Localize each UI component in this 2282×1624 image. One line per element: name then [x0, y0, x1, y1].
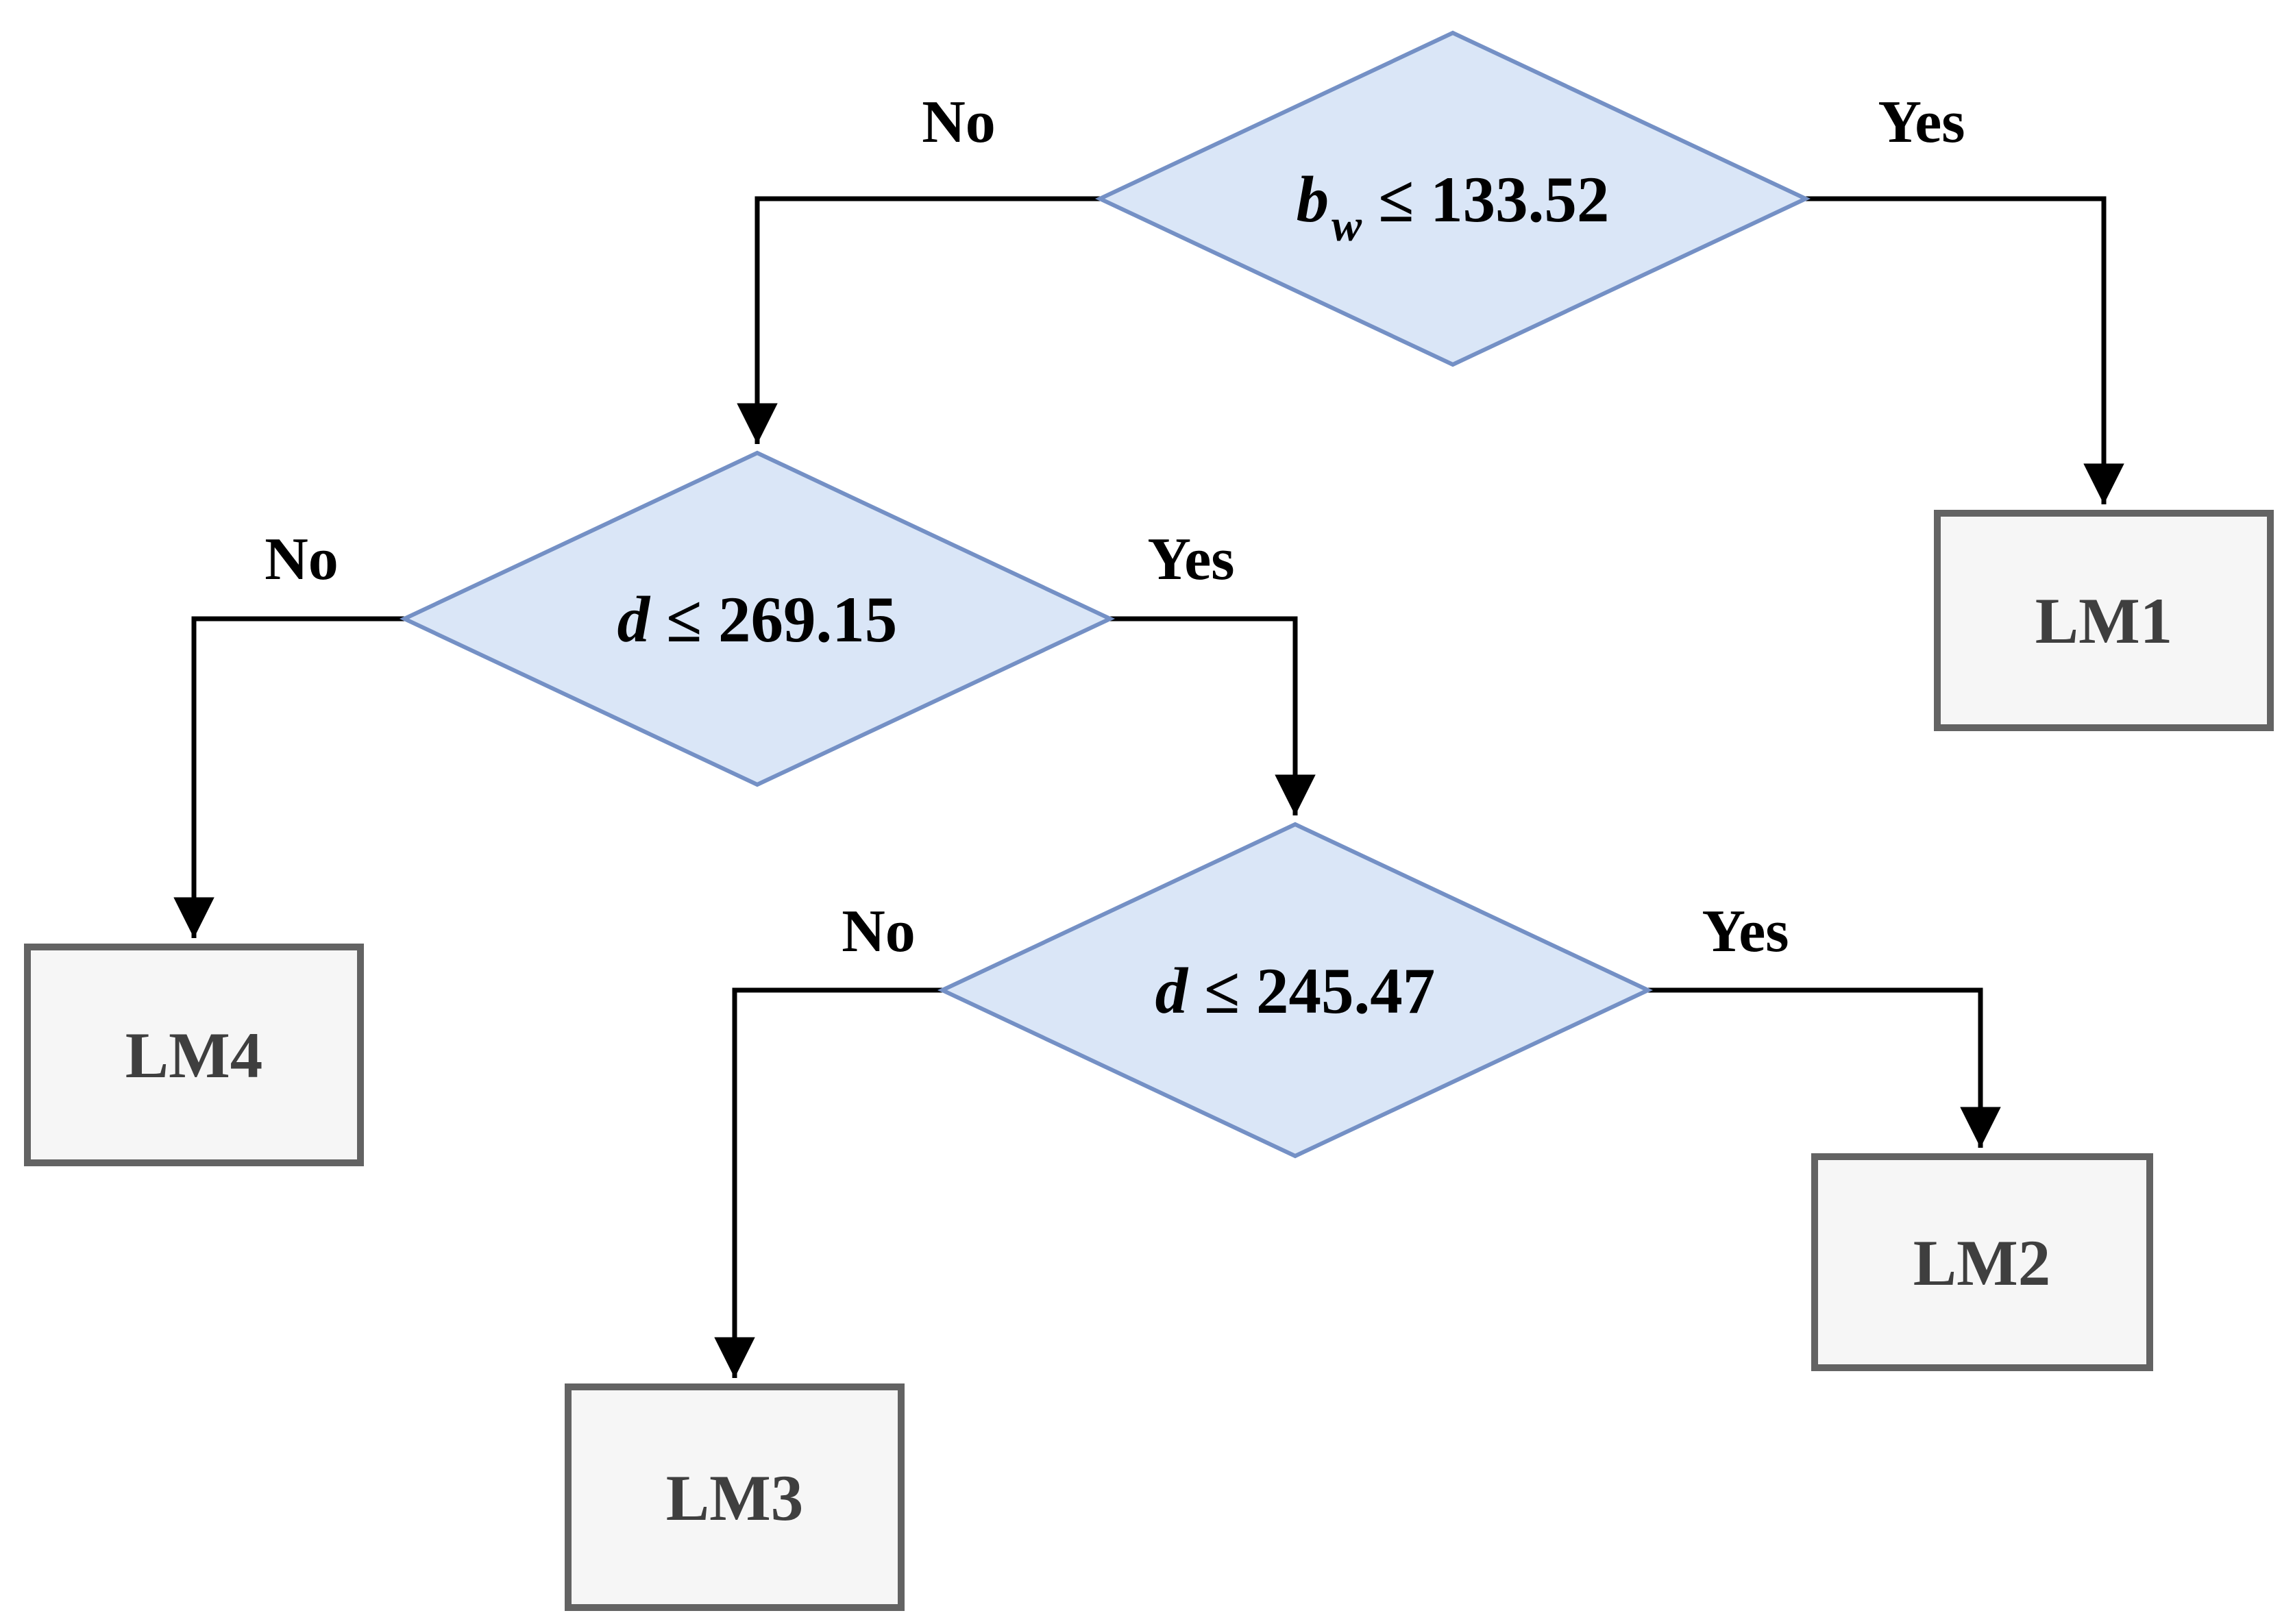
edge-decision2-no [173, 616, 404, 938]
edge-label-yes-3: Yes [1702, 898, 1789, 965]
edge-label-no-3: No [842, 898, 916, 965]
leaf-label-lm3: LM3 [666, 1462, 804, 1534]
edge-label-yes-1: Yes [1878, 89, 1965, 156]
leaf-box-lm1 [1934, 510, 2274, 731]
edge-decision1-yes [1806, 196, 2124, 504]
leaf-label-lm1: LM1 [2035, 585, 2173, 657]
leaf-node-lm1: LM1 [1934, 510, 2274, 731]
decision-node-1: bw≤ 133.52 [1094, 30, 1811, 367]
edge-label-yes-2: Yes [1147, 526, 1234, 593]
edge-labels: No Yes No Yes No Yes [265, 89, 1965, 965]
leaf-box-lm2 [1811, 1153, 2153, 1371]
leaf-box-lm4 [24, 944, 364, 1166]
decision-node-2: d≤ 269.15 [399, 450, 1116, 787]
edge-decision3-no [714, 987, 942, 1378]
decision-diamond-1 [1094, 30, 1811, 367]
decision-diamond-3 [937, 822, 1654, 1159]
leaf-node-lm3: LM3 [565, 1383, 905, 1611]
leaf-label-lm4: LM4 [125, 1019, 263, 1092]
leaf-box-lm3 [565, 1383, 905, 1611]
edge-decision3-yes [1648, 987, 2001, 1148]
decision-label-2: d≤ 269.15 [617, 583, 898, 656]
decision-diamond-2 [399, 450, 1116, 787]
decision-node-3: d≤ 245.47 [937, 822, 1654, 1159]
leaf-node-lm2: LM2 [1811, 1153, 2153, 1371]
edge-decision1-no [737, 196, 1100, 444]
leaf-label-lm2: LM2 [1913, 1227, 2051, 1299]
decision-label-1: bw≤ 133.52 [1297, 163, 1610, 251]
edge-decision2-yes [1110, 616, 1316, 815]
leaf-node-lm4: LM4 [24, 944, 364, 1166]
decision-label-3: d≤ 245.47 [1155, 955, 1436, 1027]
edge-label-no-1: No [922, 89, 996, 156]
edge-label-no-2: No [265, 526, 339, 593]
edges [173, 196, 2124, 1378]
